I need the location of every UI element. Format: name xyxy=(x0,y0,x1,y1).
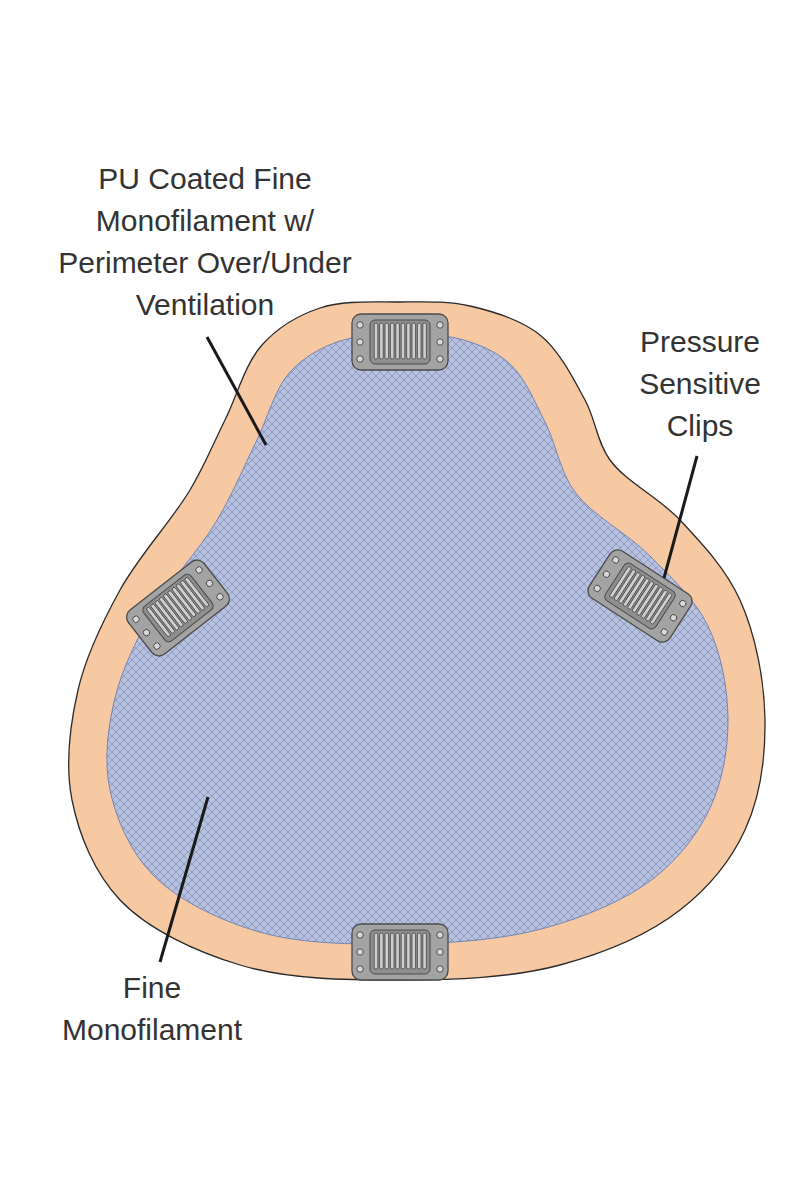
pressure-clip xyxy=(352,314,448,370)
callout-label: PU Coated Fine Monofilament w/ Perimeter… xyxy=(40,158,370,326)
callout-label: Pressure Sensitive Clips xyxy=(617,321,783,447)
leader-line xyxy=(207,337,266,445)
leader-line xyxy=(160,797,208,962)
pressure-clip xyxy=(584,546,695,645)
leader-line xyxy=(664,456,697,578)
pressure-clip xyxy=(123,556,233,659)
monofilament-mesh xyxy=(107,336,728,945)
callout-label: Fine Monofilament xyxy=(32,967,272,1051)
pressure-clip xyxy=(352,924,448,980)
pu-perimeter-band xyxy=(69,302,765,980)
